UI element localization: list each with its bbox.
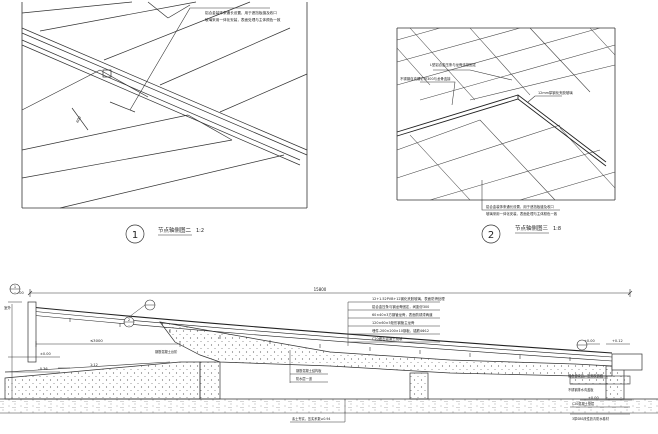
right-callout-4: 3厚SBS改性沥青防水卷材: [572, 416, 610, 421]
detail-1-drawing: 铝合金装饰条通长设置，用于遮挡板缝及收口 玻璃采用一体化安装，表面处理与主体颜色…: [21, 1, 308, 244]
detail-2-note-bottom-1: 铝合金装饰条通长设置，用于遮挡板缝及收口: [486, 204, 554, 209]
detail-1-number: 1: [132, 230, 138, 241]
low-callout-1: 钢筋混凝土结构板: [296, 368, 322, 373]
section-right-block: [611, 353, 643, 371]
section-marker-2-num: 2: [128, 318, 130, 322]
section-total-dimension: 15800: [314, 287, 327, 292]
section-marker-2-sub: –: [128, 323, 130, 327]
callout-3: 60×40×3方钢管龙骨，表面防锈漆两道: [372, 312, 433, 317]
callout-2: 铝合金压条与钢龙骨固定，间距@300: [372, 304, 429, 309]
section-span-dimension: [35, 341, 181, 347]
callout-stack-lines: [348, 301, 440, 343]
detail-1-scale: 1:2: [196, 228, 204, 234]
section-marker-1-num: 1: [14, 285, 16, 289]
callout-6: C20细石混凝土找坡: [372, 336, 403, 341]
left-elevation-side: 室外: [4, 305, 11, 310]
section-earth-fill: [0, 399, 658, 413]
bottom-callout: 素土夯实，压实系数≥0.94: [292, 416, 330, 421]
detail-2-frame: [396, 27, 616, 201]
detail-1-note-2: 玻璃采用一体化安装，表面处理与主体颜色一致: [205, 17, 281, 22]
right-callout-lines: [570, 377, 630, 415]
right-callout-3: C20混凝土垫层: [572, 401, 594, 406]
section-dimension-line: [27, 289, 633, 297]
detail-2-leaders: [420, 69, 562, 211]
detail-1-linework: [21, 1, 308, 209]
detail-2-note-top-3: 12mm厚钢化夹胶玻璃: [538, 90, 573, 95]
detail-2-linework: [396, 27, 616, 201]
callout-4: 120×60×5矩形钢管主龙骨: [372, 320, 415, 325]
detail-2-number-circle: [481, 224, 501, 244]
section-left-plinth: [4, 361, 201, 400]
section-roof-supports: [69, 318, 571, 361]
section-left-levels: [5, 301, 70, 373]
stair-note: 钢筋混凝土台阶: [155, 349, 178, 354]
section-span-dim-text: ≤3000: [90, 338, 103, 343]
detail-2-drawing: L型铝合金压条与龙骨连接固定 不锈钢自攻螺钉@300与龙骨连接 12mm厚钢化夹…: [396, 27, 616, 244]
section-left-plinth-top: [4, 361, 171, 373]
detail-2-ridge: [396, 94, 607, 167]
section-marker-2-leader: [128, 304, 146, 318]
section-slope-label: 1:12: [90, 363, 98, 367]
callout-5: 埋件-200×200×10钢板，锚筋4Φ12: [372, 328, 429, 333]
detail-2-note-top-2: 不锈钢自攻螺钉@300与龙骨连接: [400, 76, 451, 81]
section-pier-mid: [409, 372, 429, 400]
detail-1-dim: 600: [75, 116, 82, 124]
section-left-post: [27, 301, 37, 363]
low-callout-2: 防水层一道: [296, 376, 313, 381]
section-pier-left: [199, 361, 221, 400]
left-elevation-mid: –0.36: [38, 367, 48, 371]
callout-1: 12+1.52PVB+12钢化夹胶玻璃，表面防滑处理: [372, 296, 445, 301]
detail-2-note-bottom-2: 玻璃采用一体化安装，表面处理与主体颜色一致: [486, 211, 558, 216]
detail-1-leader: [129, 7, 270, 111]
right-elevation-2: +0.12: [612, 339, 623, 343]
detail-1-title: 节点轴侧图二: [158, 226, 192, 234]
right-callout-2: 不锈钢排水沟盖板: [568, 387, 594, 392]
right-elevation-1: ±0.00: [584, 339, 595, 343]
detail-1-note-1: 铝合金装饰条通长设置，用于遮挡板缝及收口: [205, 10, 277, 15]
section-marker-1-sub: –: [14, 290, 16, 294]
section-drawing: 15800: [0, 283, 658, 423]
left-elevation-bottom: ±0.00: [40, 352, 51, 356]
section-glass-roof: [29, 306, 613, 362]
detail-2-number: 2: [488, 230, 494, 241]
right-elevation-box: ±0.00: [588, 396, 599, 400]
right-callout-1: 铝合金收边，密封胶嵌缝: [568, 373, 604, 378]
detail-1-frame: [21, 2, 308, 209]
detail-2-title: 节点轴侧图三: [515, 224, 549, 232]
detail-2-scale: 1:8: [553, 226, 561, 232]
detail-1-number-circle: [125, 224, 145, 244]
detail-2-note-top-1: L型铝合金压条与龙骨连接固定: [430, 62, 477, 67]
